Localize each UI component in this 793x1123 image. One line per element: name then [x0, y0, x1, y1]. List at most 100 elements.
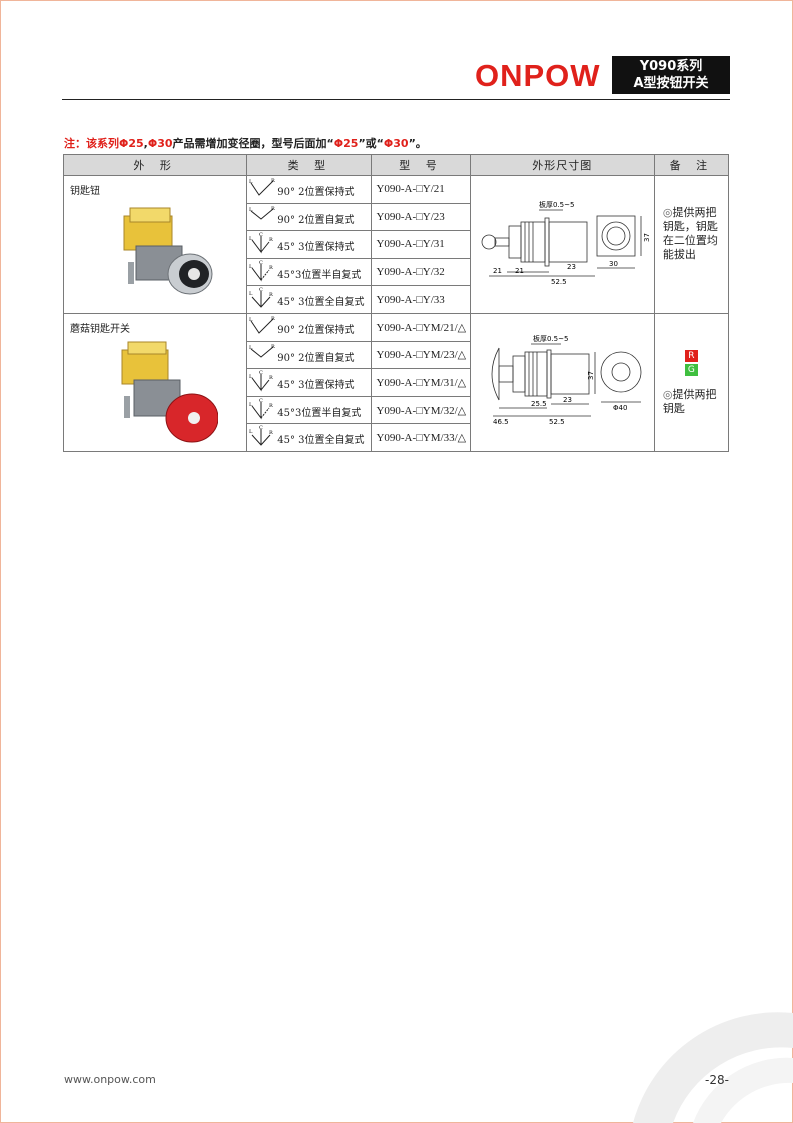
svg-text:R: R	[271, 206, 275, 212]
table-header-row: 外 形 类 型 型 号 外形尺寸图 备 注	[62, 154, 730, 176]
note-prefix: 注：该系列	[64, 137, 119, 150]
svg-text:R: R	[269, 292, 273, 298]
svg-text:C: C	[259, 370, 263, 376]
color-badges: R G	[684, 348, 698, 376]
model-cell: Y090-A-□Y/23	[371, 202, 471, 232]
svg-text:R: R	[269, 265, 273, 271]
svg-text:R: R	[271, 178, 275, 184]
series-subtitle: A型按钮开关	[633, 76, 709, 91]
dim-label: 23	[567, 263, 576, 271]
mushroom-key-switch-image	[121, 341, 218, 443]
note-mid: 产品需增加变径圈，型号后面加“	[172, 137, 334, 150]
product-appearance-cell: 蘑菇钥匙开关	[62, 313, 248, 452]
note-q2: Φ30	[383, 137, 409, 150]
note-sep: ,	[143, 137, 148, 150]
model-cell: Y090-A-□Y/32	[371, 257, 471, 287]
series-title-box: Y090系列 A型按钮开关	[612, 56, 730, 94]
type-label: 45°3位置半自复式	[277, 269, 362, 281]
dim-label: 52.5	[549, 418, 565, 426]
type-label: 90° 2位置保持式	[277, 187, 355, 198]
product-name: 蘑菇钥匙开关	[70, 324, 130, 335]
switch-45-icon: LCR	[249, 398, 273, 420]
remark-text: ◎提供两把钥匙，钥匙在二位置均能拔出	[663, 206, 725, 262]
svg-text:L: L	[249, 429, 253, 435]
note-mid2: ”或“	[358, 137, 384, 150]
remark-cell: R G ◎提供两把钥匙	[653, 313, 730, 452]
note-text: 注：该系列Φ25,Φ30产品需增加变径圈，型号后面加“Φ25”或“Φ30”。	[64, 135, 427, 151]
dim-label: 21	[493, 267, 502, 275]
svg-text:L: L	[249, 291, 253, 297]
header-type: 类 型	[246, 154, 373, 176]
svg-text:L: L	[249, 236, 253, 242]
remark-cell: ◎提供两把钥匙，钥匙在二位置均能拔出	[653, 175, 730, 314]
model-cell: Y090-A-□YM/21/△	[371, 313, 471, 342]
dim-panel-label: 板厚0.5~5	[539, 200, 574, 209]
svg-text:L: L	[249, 317, 253, 323]
svg-text:C: C	[259, 260, 263, 266]
dim-label: Φ40	[613, 404, 627, 412]
product-name: 钥匙钮	[70, 186, 100, 197]
product-appearance-cell: 钥匙钮	[62, 175, 248, 314]
switch-45-icon: LCR	[249, 370, 273, 392]
footer-url[interactable]: www.onpow.com	[64, 1073, 156, 1086]
dim-label: 21	[515, 267, 524, 275]
note-phi25: Φ25	[119, 137, 144, 150]
dim-label: 30	[609, 260, 618, 268]
badge-red: R	[684, 350, 698, 362]
header-dimension: 外形尺寸图	[469, 154, 655, 176]
switch-45-icon: LCR	[249, 287, 273, 309]
type-label: 90° 2位置自复式	[277, 214, 355, 226]
model-cell: Y090-A-□YM/23/△	[371, 340, 471, 370]
dim-label: 52.5	[551, 278, 567, 286]
header-rule	[62, 99, 730, 100]
switch-45-icon: LCR	[249, 260, 273, 282]
type-label: 90° 2位置自复式	[277, 352, 355, 364]
svg-text:L: L	[249, 207, 253, 213]
dimension-drawing: 板厚0.5~5 21 21 23 52.5 30 37	[481, 200, 651, 286]
type-label: 45° 3位置保持式	[277, 380, 355, 392]
bullet-icon: ◎	[662, 388, 673, 401]
remark-label: 提供两把钥匙	[662, 388, 717, 415]
model-cell: Y090-A-□YM/31/△	[371, 368, 471, 397]
svg-text:L: L	[249, 374, 253, 380]
svg-text:C: C	[259, 398, 263, 404]
svg-text:R: R	[269, 430, 273, 436]
svg-text:C: C	[259, 232, 263, 238]
dimension-drawing-cell: 板厚0.5~5 21 21 23 52.5 30 37	[469, 175, 655, 314]
dim-panel-label: 板厚0.5~5	[533, 334, 568, 343]
model-cell: Y090-A-□Y/21	[371, 175, 471, 204]
table-row: L R 90° 2位置自复式 Y090-A-□Y/23	[64, 202, 729, 232]
svg-text:L: L	[249, 264, 253, 270]
model-cell: Y090-A-□YM/32/△	[371, 395, 471, 425]
note-end: ”。	[408, 137, 427, 150]
key-switch-image	[123, 207, 213, 295]
dim-label: 25.5	[531, 400, 547, 408]
series-title: Y090系列	[639, 59, 703, 74]
decorative-swoosh	[633, 1012, 793, 1123]
header-remark: 备 注	[653, 154, 730, 176]
dim-label: 37	[643, 233, 651, 242]
type-label: 45° 3位置全自复式	[277, 297, 365, 309]
svg-text:R: R	[271, 316, 275, 322]
header-model: 型 号	[371, 154, 471, 176]
switch-45-icon: LCR	[249, 232, 273, 254]
dim-label: 37	[587, 371, 595, 380]
bullet-icon: ◎	[662, 206, 673, 219]
svg-text:L: L	[249, 345, 253, 351]
svg-text:C: C	[259, 425, 263, 431]
